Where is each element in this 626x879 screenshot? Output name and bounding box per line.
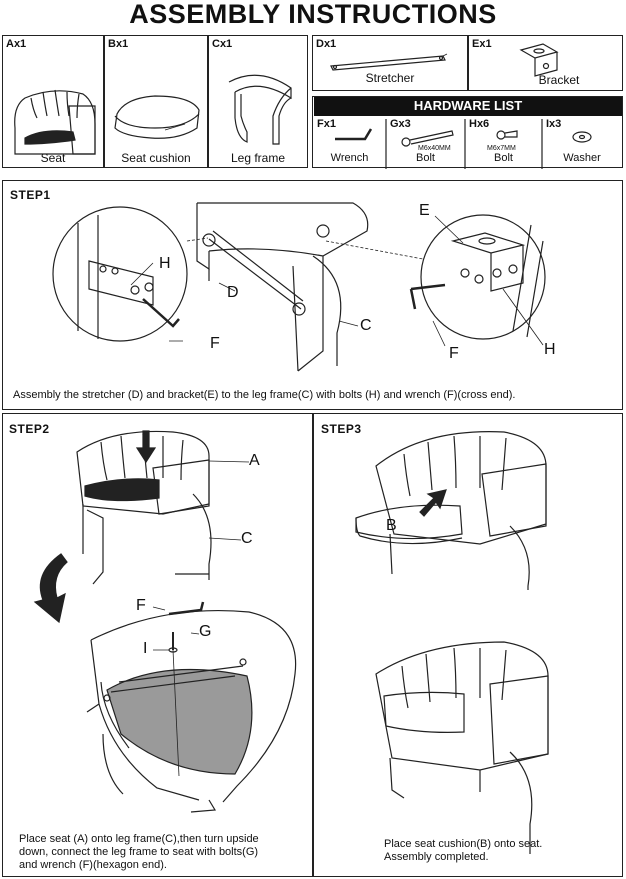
callout-c-step2: C <box>241 530 253 547</box>
callout-f-step2: F <box>136 597 146 614</box>
callout-h-left: H <box>159 255 171 272</box>
part-e-code: Ex1 <box>472 38 492 50</box>
bolt-long-icon <box>401 130 454 147</box>
step3-line-2: Assembly completed. <box>384 851 489 863</box>
hw-i-name: Washer <box>563 152 601 164</box>
step1-label: STEP1 <box>10 188 51 202</box>
step1-panel: STEP1 H F D C E F H Assembly the stretch… <box>2 180 623 410</box>
hw-g-code: Gx3 <box>390 118 411 130</box>
callout-i: I <box>143 640 148 657</box>
callout-f-right: F <box>449 345 459 362</box>
part-d-box: Dx1 Stretcher <box>312 35 468 91</box>
hw-f-code: Fx1 <box>317 118 336 130</box>
callout-e: E <box>419 202 430 219</box>
stretcher-drawing <box>330 53 448 71</box>
step2-description: Place seat (A) onto leg frame(C),then tu… <box>19 833 311 872</box>
bracket-drawing <box>519 43 559 77</box>
hw-f-name: Wrench <box>330 152 369 164</box>
hw-h-name: Bolt <box>494 152 513 164</box>
hw-h-spec: M6x7MM <box>487 145 516 152</box>
callout-g: G <box>199 623 212 640</box>
callout-h-right: H <box>544 341 556 358</box>
step3-label: STEP3 <box>321 422 362 436</box>
step3-panel: STEP3 B Place seat cushion(B) onto seat.… <box>313 413 623 877</box>
part-d-code: Dx1 <box>316 38 337 50</box>
step2-line-2: down, connect the leg frame to seat with… <box>19 846 259 858</box>
step2-label: STEP2 <box>9 422 50 436</box>
hw-h-code: Hx6 <box>469 118 490 130</box>
bolt-short-icon <box>496 130 518 140</box>
step3-line-1: Place seat cushion(B) onto seat. <box>384 838 543 850</box>
leg-frame-drawing <box>228 74 292 145</box>
part-c-code: Cx1 <box>212 38 233 50</box>
hardware-dividers <box>385 119 543 169</box>
callout-a: A <box>249 452 260 469</box>
part-c-box: Cx1 Leg frame <box>208 35 308 168</box>
step3-drawing <box>355 431 549 854</box>
seat-drawing <box>14 89 96 155</box>
part-e-name: Bracket <box>538 73 580 87</box>
part-a-box: Ax1 Seat <box>2 35 104 168</box>
part-c-name: Leg frame <box>230 151 286 165</box>
callout-f-left: F <box>210 335 220 352</box>
hw-g-name: Bolt <box>416 152 435 164</box>
callout-b: B <box>386 517 397 534</box>
step1-description: Assembly the stretcher (D) and bracket(E… <box>13 389 516 401</box>
part-a-code: Ax1 <box>6 38 27 50</box>
callout-d: D <box>227 284 239 301</box>
hw-i-code: Ix3 <box>546 118 562 130</box>
part-d-name: Stretcher <box>365 71 415 85</box>
callout-c: C <box>360 317 372 334</box>
part-b-code: Bx1 <box>108 38 129 50</box>
wrench-icon <box>335 128 373 141</box>
step2-drawing <box>33 430 297 813</box>
part-e-box: Ex1 Bracket <box>468 35 623 91</box>
step2-line-3: and wrench (F)(hexagon end). <box>19 859 167 871</box>
step2-line-1: Place seat (A) onto leg frame(C),then tu… <box>19 833 259 845</box>
step3-description: Place seat cushion(B) onto seat. Assembl… <box>384 838 620 864</box>
step1-drawing <box>52 202 546 372</box>
part-b-box: Bx1 Seat cushion <box>104 35 208 168</box>
hw-g-spec: M6x40MM <box>418 145 451 152</box>
hardware-list-box: Fx1 Wrench Gx3 M6x40MM Bolt Hx6 M6x7MM B… <box>312 96 623 169</box>
hardware-list-header: HARDWARE LIST <box>314 96 622 116</box>
seat-cushion-drawing <box>114 95 200 139</box>
washer-icon <box>572 131 592 143</box>
step2-panel: STEP2 A C F G I Place seat (A) onto leg … <box>2 413 313 877</box>
page-title: ASSEMBLY INSTRUCTIONS <box>129 0 497 29</box>
part-b-name: Seat cushion <box>121 151 191 165</box>
